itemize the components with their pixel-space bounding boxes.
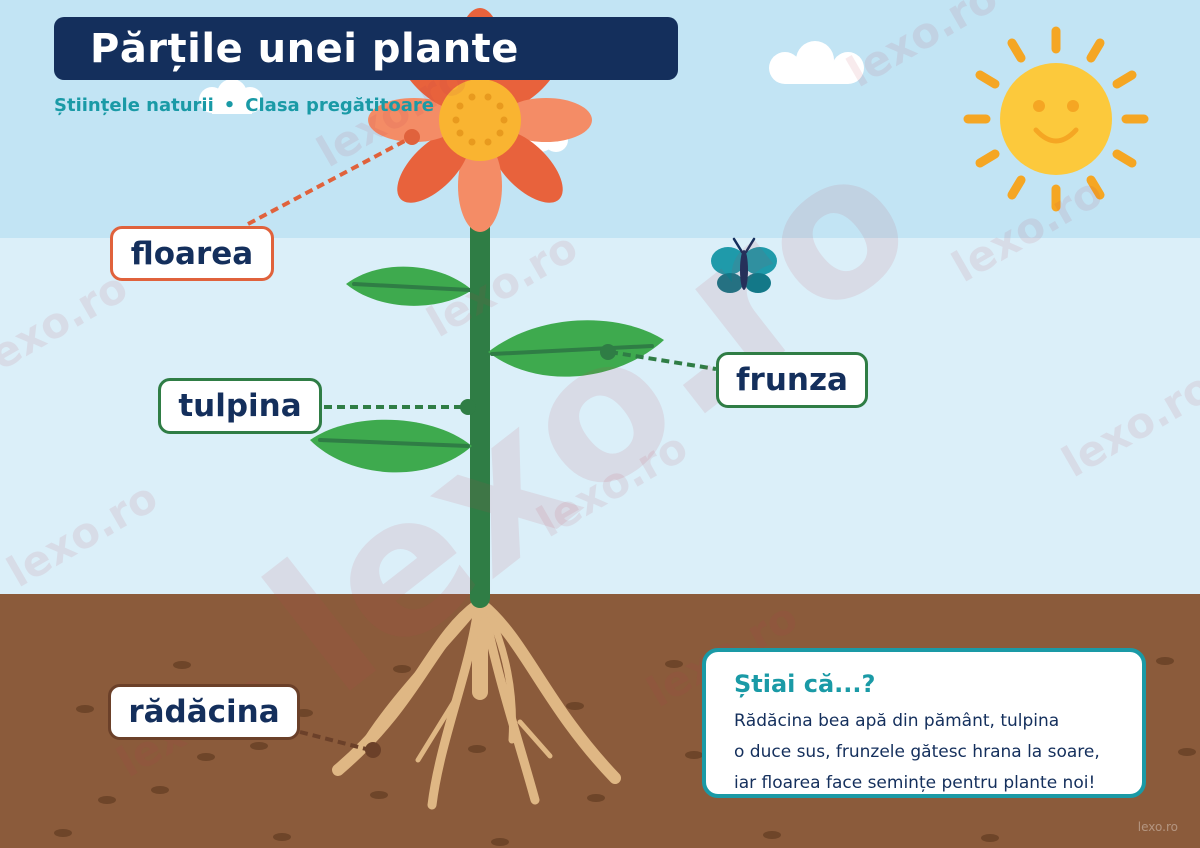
fun-fact-line: iar floarea face semințe pentru plante n… [734,773,1096,793]
subject-label: Științele naturii [54,95,214,116]
roots [332,592,621,810]
leaf [310,419,472,473]
label-flower: floarea [110,226,274,281]
label-leaf: frunza [716,352,868,408]
label-stem: tulpina [158,378,322,434]
label-root: rădăcina [108,684,300,740]
cloud-icon [769,41,864,84]
sun-icon [963,26,1149,212]
separator: • [223,95,236,116]
fun-fact-box: Știai că...? Rădăcina bea apă din pământ… [702,648,1146,798]
butterfly-icon [711,237,777,293]
leaf [346,266,472,306]
root-connector [299,730,381,758]
brand-mark: lexo.ro [1137,820,1178,834]
fun-fact-line: o duce sus, frunzele gătesc hrana la soa… [734,742,1100,762]
grade-label: Clasa pregătitoare [245,95,434,116]
fun-fact-line: Rădăcina bea apă din pământ, tulpina [734,711,1060,731]
subtitle: Științele naturii • Clasa pregătitoare [54,95,434,116]
soil-pebbles [54,657,1196,846]
fun-fact-title: Știai că...? [734,670,876,698]
page-title: Părțile unei plante [90,25,519,72]
cloud-icon [199,79,263,114]
stem-connector [324,399,476,415]
leaf [488,320,664,377]
title-banner: Părțile unei plante [54,17,678,80]
leaf-connector [600,344,717,371]
flower-connector [247,129,420,226]
